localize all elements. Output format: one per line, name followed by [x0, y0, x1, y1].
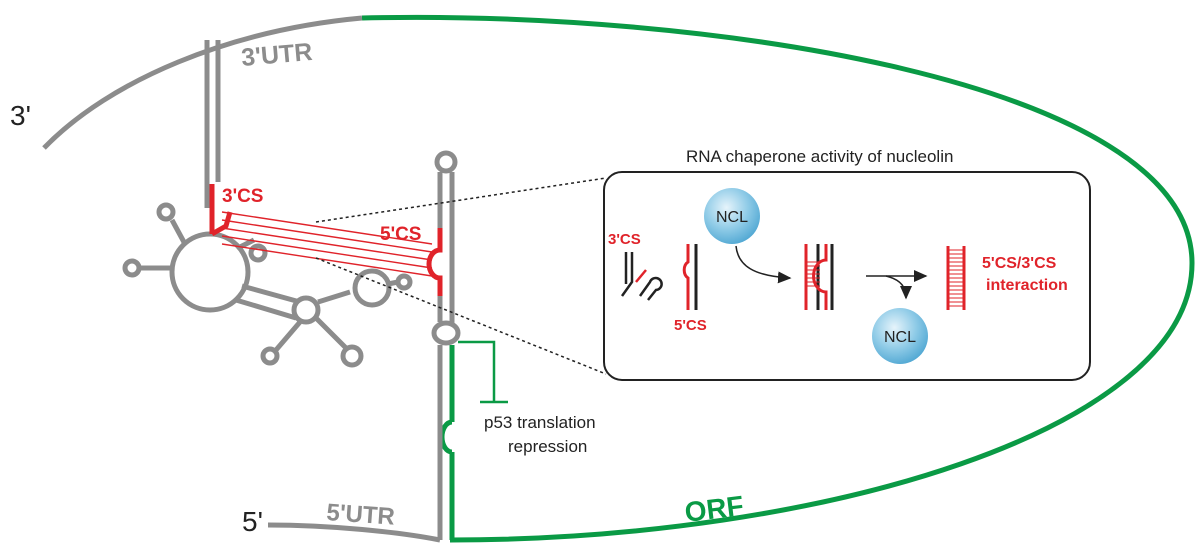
orf-bulge [439, 419, 453, 455]
inset-cs3-label: 3'CS [608, 231, 641, 248]
cs3-segment [209, 184, 233, 237]
branch-left-loop [122, 258, 142, 278]
cs5-main-label: 5'CS [380, 224, 421, 245]
five-prime-end-label: 5' [242, 506, 263, 537]
inset-final-hatch [948, 249, 964, 307]
inset-cs3-hairpin-red [635, 269, 647, 283]
branch-upper-left-loop [156, 202, 176, 222]
ncl-bottom-circle [872, 308, 928, 364]
inset-cs3-hairpin-loop [638, 276, 663, 301]
p53-label-line1: p53 translation [484, 413, 596, 432]
branch-lower-right-up [317, 289, 351, 305]
p53-repression-arrow [458, 340, 508, 404]
chaperone-inset: RNA chaperone activity of nucleolin 3'CS… [603, 147, 1091, 381]
branch-lower-right-up-loop [352, 268, 392, 308]
inset-cs5-label: 5'CS [674, 317, 707, 334]
utr5-internal-loop [431, 320, 461, 346]
utr3-stem [204, 40, 221, 208]
utr5-label: 5'UTR [326, 499, 396, 531]
zoom-line-top [315, 177, 607, 223]
p53-label-line2: repression [508, 437, 587, 456]
utr5-strand [267, 522, 441, 543]
cs5-segment [426, 228, 443, 296]
orf-label: ORF [683, 490, 745, 528]
utr3-strand [42, 15, 363, 150]
inset-cs5-strand [682, 244, 690, 310]
ncl-release-curve [885, 275, 912, 300]
utr3-label: 3'UTR [240, 38, 313, 72]
ncl-top-label: NCL [716, 209, 748, 226]
ncl-binding-arrow [735, 245, 792, 284]
cs3-main-label: 3'CS [222, 186, 263, 207]
ncl-bottom-label: NCL [884, 329, 916, 346]
inset-paired-red-right [812, 244, 828, 310]
inset-result-line2: interaction [986, 277, 1068, 294]
inset-cs3-hairpin-black [620, 252, 634, 297]
branch-lower-right-down-loop [340, 344, 364, 368]
inset-result-line1: 5'CS/3'CS [982, 255, 1057, 272]
three-prime-end-label: 3' [10, 100, 31, 131]
branch-bottom-left [274, 320, 302, 352]
branch-upper-left [169, 218, 188, 246]
inset-paired-hatch [806, 261, 820, 287]
inset-title: RNA chaperone activity of nucleolin [686, 147, 953, 166]
zoom-line-bottom [315, 257, 607, 375]
ncl-top-circle [704, 188, 760, 244]
branch-lower-right-down [314, 316, 348, 350]
branch-lower-right [235, 283, 301, 321]
inset-box [603, 171, 1091, 381]
cs-pairing-lines [221, 211, 433, 277]
utr5-stem-top-loop [434, 150, 458, 174]
branch-far-right-loop [395, 273, 413, 291]
orf-strand [361, 14, 1195, 543]
branch-lower-right-junction [291, 295, 321, 325]
branch-bottom-left-loop [260, 346, 280, 366]
